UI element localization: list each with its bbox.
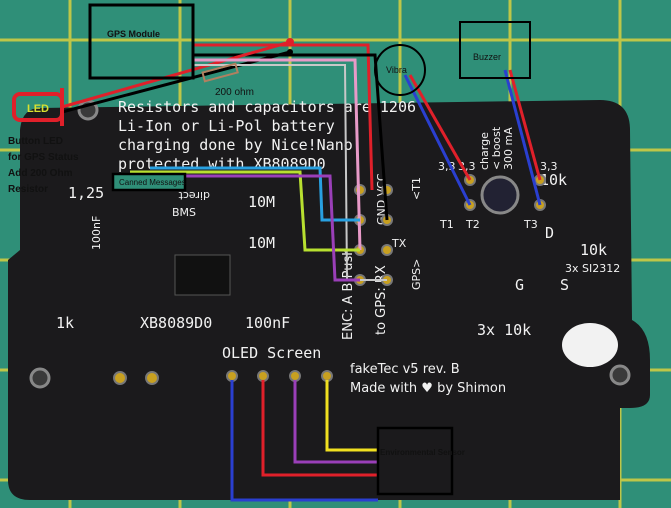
vibra-label: Vibra [386, 65, 407, 75]
silk-charge: charge [478, 132, 491, 170]
silk-direct: direct [178, 189, 210, 202]
silk-jst: 1,25 [68, 184, 104, 202]
environmental-sensor-label: Environmental Sensor [380, 448, 465, 457]
silk-10k-b: 10k [580, 241, 607, 259]
silk-note-4: protected with XB8089D0 [118, 155, 326, 173]
junction-red [286, 38, 294, 46]
silk-t2: T2 [465, 218, 480, 231]
resistor-label: 200 ohm [215, 87, 254, 98]
silk-tx: TX [391, 237, 407, 250]
logo-mark [562, 323, 618, 367]
note-line-4: Resistor [8, 184, 48, 195]
silk-t1-jumper: <T1 [410, 177, 423, 200]
silk-version: fakeTec v5 rev. B [350, 362, 460, 377]
environmental-sensor-box [376, 426, 454, 496]
gps-module-box [88, 3, 195, 80]
silk-made: Made with ♥ by Shimon [350, 381, 506, 396]
silk-note-1: Resistors and capacitors are 1206 [118, 98, 416, 116]
buzzer-box [459, 21, 531, 79]
silk-boost: < boost [490, 126, 503, 170]
silk-enc: ENC: A B Push [341, 248, 356, 340]
silk-33b: 3,3 [458, 160, 476, 173]
annotation-boxes: GPS Module Canned Messages Vibra Buzzer … [8, 3, 531, 496]
silk-t3: T3 [523, 218, 538, 231]
wires [61, 40, 542, 502]
canned-messages-box [111, 172, 187, 192]
silk-r3: 1k [56, 314, 74, 332]
silk-mosfet: 3x SI2312 [565, 262, 620, 275]
silk-t1: T1 [439, 218, 454, 231]
buzzer-label: Buzzer [473, 52, 501, 62]
silk-ic: XB8089D0 [140, 314, 212, 332]
ic-chip [174, 254, 231, 296]
silk-note-3: charging done by Nice!Nano [118, 136, 353, 154]
silk-r1: 10M [248, 193, 275, 211]
silk-c2: 100nF [245, 314, 290, 332]
silk-10k-a: 10k [540, 171, 567, 189]
silk-3x10k: 3x 10k [477, 321, 531, 339]
gps-module-label: GPS Module [107, 29, 160, 39]
silk-r2: 10M [248, 234, 275, 252]
silk-g: G [515, 276, 524, 294]
canned-messages-label: Canned Messages [119, 178, 186, 187]
silk-bms: BMS [172, 206, 196, 219]
silk-d: D [545, 224, 554, 242]
note-line-2: for GPS Status [8, 152, 79, 163]
vibra-circle [374, 44, 426, 96]
silk-note-2: Li-Ion or Li-Pol battery [118, 117, 335, 135]
led-label: LED [27, 103, 49, 115]
silk-oled: OLED Screen [222, 344, 321, 362]
silk-gps-jumper: GPS> [410, 259, 423, 290]
silk-33c: 3,3 [540, 160, 558, 173]
note-line-1: Button LED [8, 136, 63, 147]
note-line-3: Add 200 Ohm [8, 168, 73, 179]
silk-s: S [560, 276, 569, 294]
junction-black [287, 49, 293, 55]
silk-ma: 300 mA [502, 127, 515, 170]
silk-c1: 100nF [90, 216, 103, 250]
resistor-symbol [201, 62, 239, 83]
